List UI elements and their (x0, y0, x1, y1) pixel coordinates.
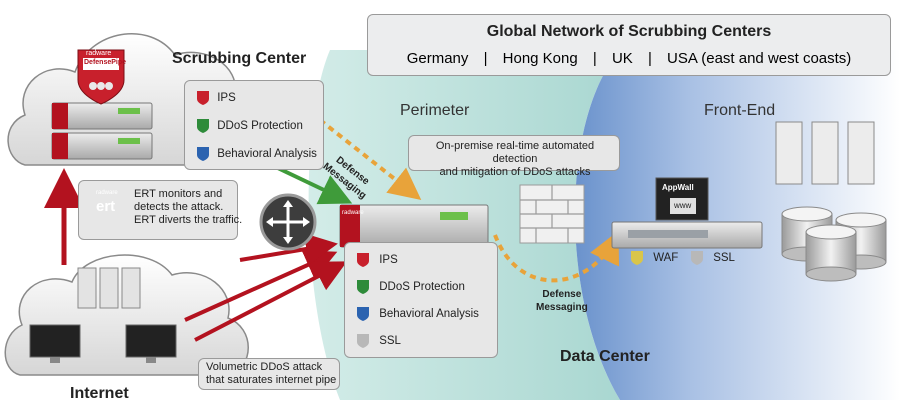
perimeter-legend-behavioral: Behavioral Analysis (356, 306, 479, 322)
firewall-icon (519, 184, 585, 244)
defense-messaging-bottom-arrow (493, 230, 619, 283)
scrubbing-device-1 (51, 102, 153, 130)
ert-note-line: detects the attack. (134, 201, 224, 213)
defensepipe-product: DefensePipe (84, 59, 127, 66)
ert-note-line: ERT diverts the traffic. (134, 214, 243, 226)
legend-label: WAF (653, 252, 679, 265)
legend-label: DDoS Protection (217, 120, 303, 133)
ert-logo-text: ert (96, 198, 116, 215)
header-box: Global Network of Scrubbing Centers Germ… (367, 14, 891, 76)
shield-blue-icon (357, 307, 369, 321)
legend-label: IPS (217, 92, 236, 105)
header-title: Global Network of Scrubbing Centers (486, 23, 772, 40)
legend-label: Behavioral Analysis (379, 308, 479, 321)
header-locations: Germany | Hong Kong | UK | USA (east and… (368, 50, 890, 67)
router-icon (259, 193, 317, 251)
perimeter-legend-ssl: SSL (356, 333, 401, 349)
frontend-legend-waf: WAF (630, 250, 678, 266)
internet-servers (77, 267, 141, 309)
defensepipe-brand: radware (86, 50, 112, 57)
scrubbing-legend-ddos: DDoS Protection (196, 118, 303, 134)
volumetric-note: Volumetric DDoS attack that saturates in… (206, 361, 336, 387)
volumetric-note-line: that saturates internet pipe (206, 374, 337, 386)
shield-green-icon (197, 119, 209, 133)
ert-note: ERT monitors and detects the attack. ERT… (134, 188, 242, 227)
monitor-right (125, 324, 177, 363)
on-premise-note-line: On-premise real-time automated detection (435, 140, 595, 165)
shield-gray-icon (691, 251, 703, 265)
volumetric-note-box (198, 358, 340, 390)
volumetric-note-line: Volumetric DDoS attack (206, 361, 323, 373)
ert-note-box (78, 180, 238, 240)
on-premise-note: On-premise real-time automated detection… (412, 140, 618, 179)
perimeter-device-brand: radware (342, 210, 364, 216)
location-usa: USA (east and west coasts) (667, 50, 852, 67)
shield-green-icon (357, 280, 369, 294)
data-center-title: Data Center (560, 348, 650, 365)
scrubbing-center-title: Scrubbing Center (172, 50, 307, 67)
perimeter-legend-box (344, 242, 498, 358)
shield-yellow-icon (631, 251, 643, 265)
on-premise-note-box (408, 135, 620, 171)
legend-label: SSL (713, 252, 735, 265)
frontend-servers (775, 121, 875, 185)
location-hong-kong: Hong Kong (502, 50, 578, 67)
perimeter-title: Perimeter (400, 102, 470, 119)
scrubbing-device-2 (51, 132, 153, 160)
scrubbing-legend-ips: IPS (196, 90, 236, 106)
shield-red-icon (357, 253, 369, 267)
perimeter-legend-ddos: DDoS Protection (356, 279, 465, 295)
on-premise-note-line: and mitigation of DDoS attacks (439, 166, 591, 178)
defense-messaging-line: Messaging (536, 302, 588, 313)
front-end-title: Front-End (704, 102, 776, 119)
location-separator: | (483, 50, 488, 67)
frontend-legend-ssl: SSL (690, 250, 735, 266)
defense-messaging-line: Defense (542, 289, 582, 300)
location-uk: UK (611, 50, 633, 67)
legend-label: Behavioral Analysis (217, 148, 317, 161)
defensepipe-logo (77, 49, 125, 105)
location-separator: | (647, 50, 652, 67)
legend-label: SSL (379, 335, 401, 348)
www-label: www (674, 201, 692, 210)
frontend-device (611, 221, 763, 249)
legend-label: DDoS Protection (379, 281, 465, 294)
defense-messaging-top-arrow (318, 118, 422, 200)
legend-label: IPS (379, 254, 398, 267)
perimeter-legend-ips: IPS (356, 252, 398, 268)
ert-logo-brand: radware (96, 190, 118, 196)
appwall-label: AppWall (662, 183, 694, 192)
shield-blue-icon (197, 147, 209, 161)
internet-title: Internet (70, 385, 129, 402)
ert-note-line: ERT monitors and (134, 188, 223, 200)
attack-arrows (44, 168, 348, 342)
location-germany: Germany (406, 50, 469, 67)
monitor-left (29, 324, 81, 363)
location-separator: | (592, 50, 597, 67)
database-icons (781, 206, 887, 282)
appwall-box (655, 177, 709, 221)
shield-gray-icon (357, 334, 369, 348)
defense-messaging-bottom-label: Defense Messaging (536, 288, 588, 314)
shield-red-icon (197, 91, 209, 105)
scrubbing-legend-behavioral: Behavioral Analysis (196, 146, 317, 162)
